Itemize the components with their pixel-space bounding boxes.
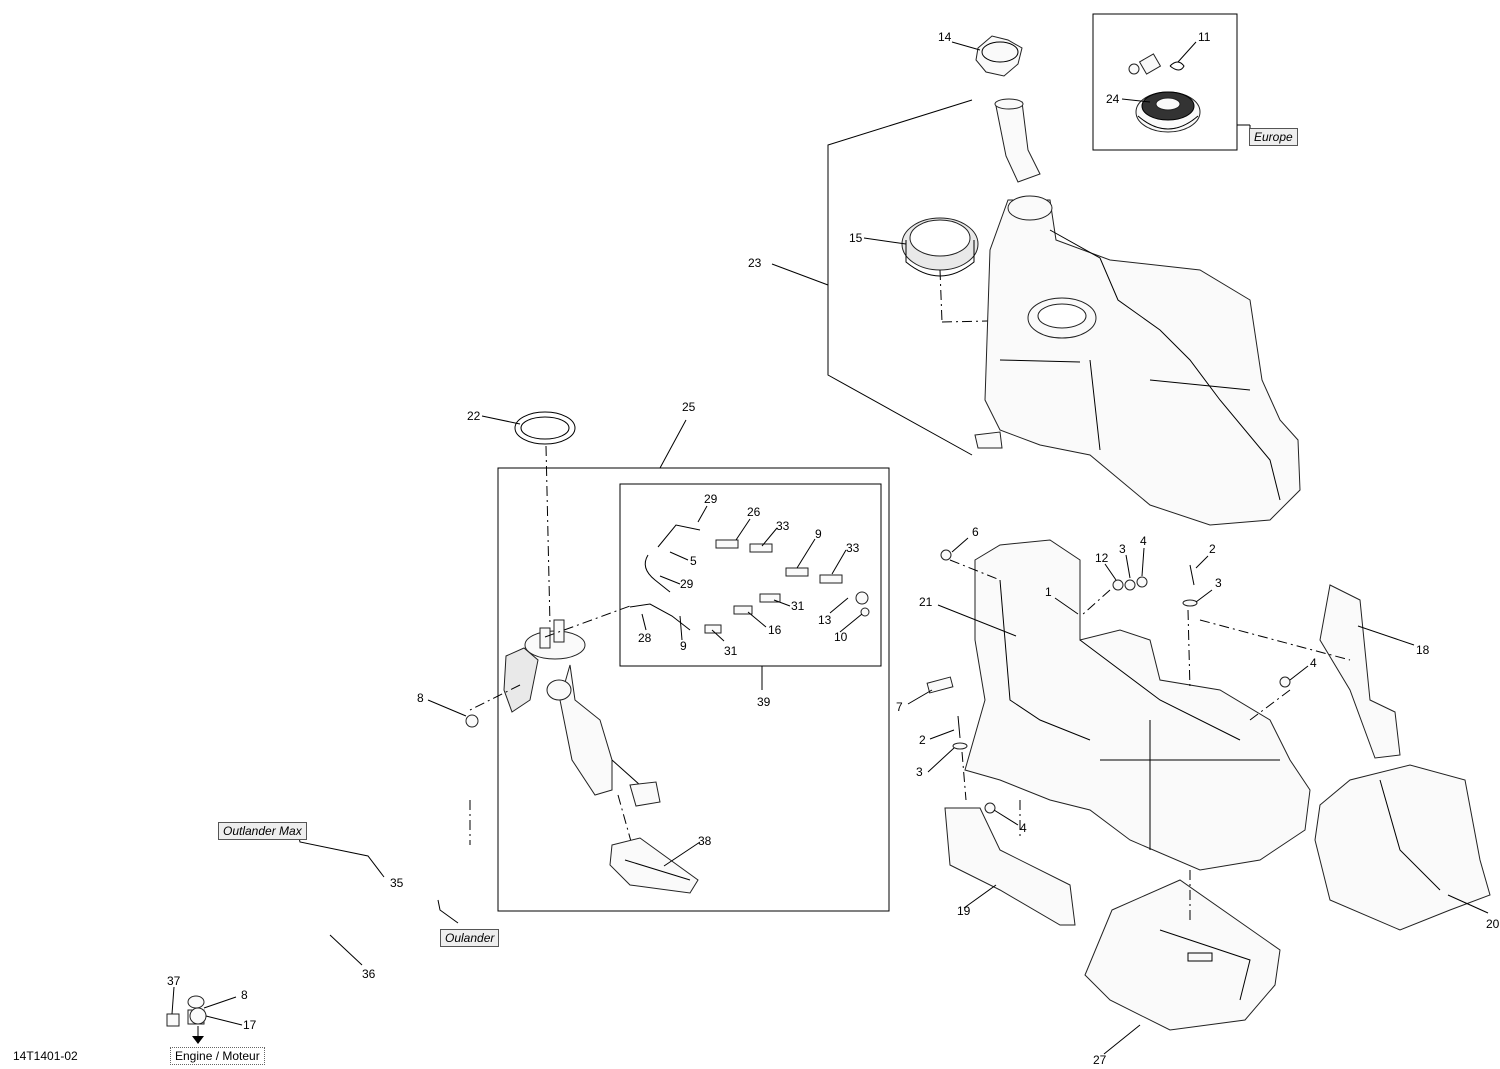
callout-7: 7 [896,700,903,714]
fuel-cap [975,35,1023,77]
callout-10: 10 [834,630,848,644]
leader-lines [171,41,1489,1055]
bolt-2a [1189,564,1195,586]
callout-3b: 3 [1215,576,1222,590]
callout-14: 14 [938,30,952,44]
callout-18: 18 [1416,643,1430,657]
locking-fuel-cap [1135,91,1201,133]
callout-12: 12 [1095,551,1109,565]
bolt-2b [957,715,961,739]
washer-3a [1124,579,1136,591]
callout-15: 15 [849,231,863,245]
drawing-reference: 14T1401-02 [8,1047,83,1065]
lock-ring [901,217,979,277]
callout-37: 37 [167,974,181,988]
heat-shield-rear [1314,764,1491,931]
callout-19: 19 [957,904,971,918]
quick-connector [166,995,207,1027]
callout-4c: 4 [1020,821,1027,835]
callout-4b: 4 [1310,656,1317,670]
callout-9a: 9 [815,527,822,541]
heat-shield-front [944,807,1076,926]
callout-33b: 33 [846,541,860,555]
callout-33a: 33 [776,519,790,533]
callout-29a: 29 [704,492,718,506]
callout-26: 26 [747,505,761,519]
callout-4a: 4 [1140,534,1147,548]
fuel-pump-kit-box [497,467,890,912]
cap-key [1128,53,1185,75]
engine-reference: Engine / Moteur [170,1047,265,1065]
callout-28: 28 [638,631,652,645]
callout-23: 23 [748,256,762,270]
vent-hose-assembly [629,524,870,634]
nut-4c [984,802,996,814]
fuel-level-sender [609,837,699,894]
callout-22: 22 [467,409,481,423]
callout-3c: 3 [916,765,923,779]
hose-kit-box [619,483,882,667]
callout-27: 27 [1093,1053,1107,1067]
callout-11: 11 [1198,30,1211,44]
callout-31b: 31 [724,644,738,658]
callout-24: 24 [1106,92,1120,106]
callout-2a: 2 [1209,542,1216,556]
tank-support-tray [964,539,1311,871]
hose-clamp [465,714,479,728]
callout-5: 5 [690,554,697,568]
europe-inset-box [1092,13,1238,151]
washer-3c [952,742,968,750]
nut-6 [940,549,952,561]
callout-9b: 9 [680,639,687,653]
callout-8b: 8 [241,988,248,1002]
callout-38: 38 [698,834,712,848]
pump-seal [514,411,576,445]
washer-3b [1182,599,1198,607]
fuel-pump-module [503,619,661,807]
callout-8a: 8 [417,691,424,705]
spacer-7 [926,676,954,694]
callout-13: 13 [818,613,832,627]
callout-20: 20 [1486,917,1500,931]
heat-shield-right [1319,584,1401,759]
fuel-tank [974,195,1301,526]
callout-17: 17 [243,1018,257,1032]
europe-tag: Europe [1249,128,1298,146]
skid-plate [1084,879,1281,1031]
callout-29b: 29 [680,577,694,591]
callout-36: 36 [362,967,376,981]
callout-25: 25 [682,400,696,414]
callout-31a: 31 [791,599,805,613]
callout-35: 35 [390,876,404,890]
filler-neck [994,98,1041,183]
callout-3a: 3 [1119,542,1126,556]
callout-2b: 2 [919,733,926,747]
outlander-max-tag: Outlander Max [218,822,307,840]
grommet-12 [1112,579,1124,591]
callout-1: 1 [1045,585,1052,599]
callout-16: 16 [768,623,782,637]
callout-21: 21 [919,595,933,609]
callout-6: 6 [972,525,979,539]
nut-4b [1279,676,1291,688]
fuel-hose-outlander-max [195,740,471,990]
nut-4a [1136,576,1148,588]
oulander-tag: Oulander [440,929,500,947]
callout-39: 39 [757,695,771,709]
